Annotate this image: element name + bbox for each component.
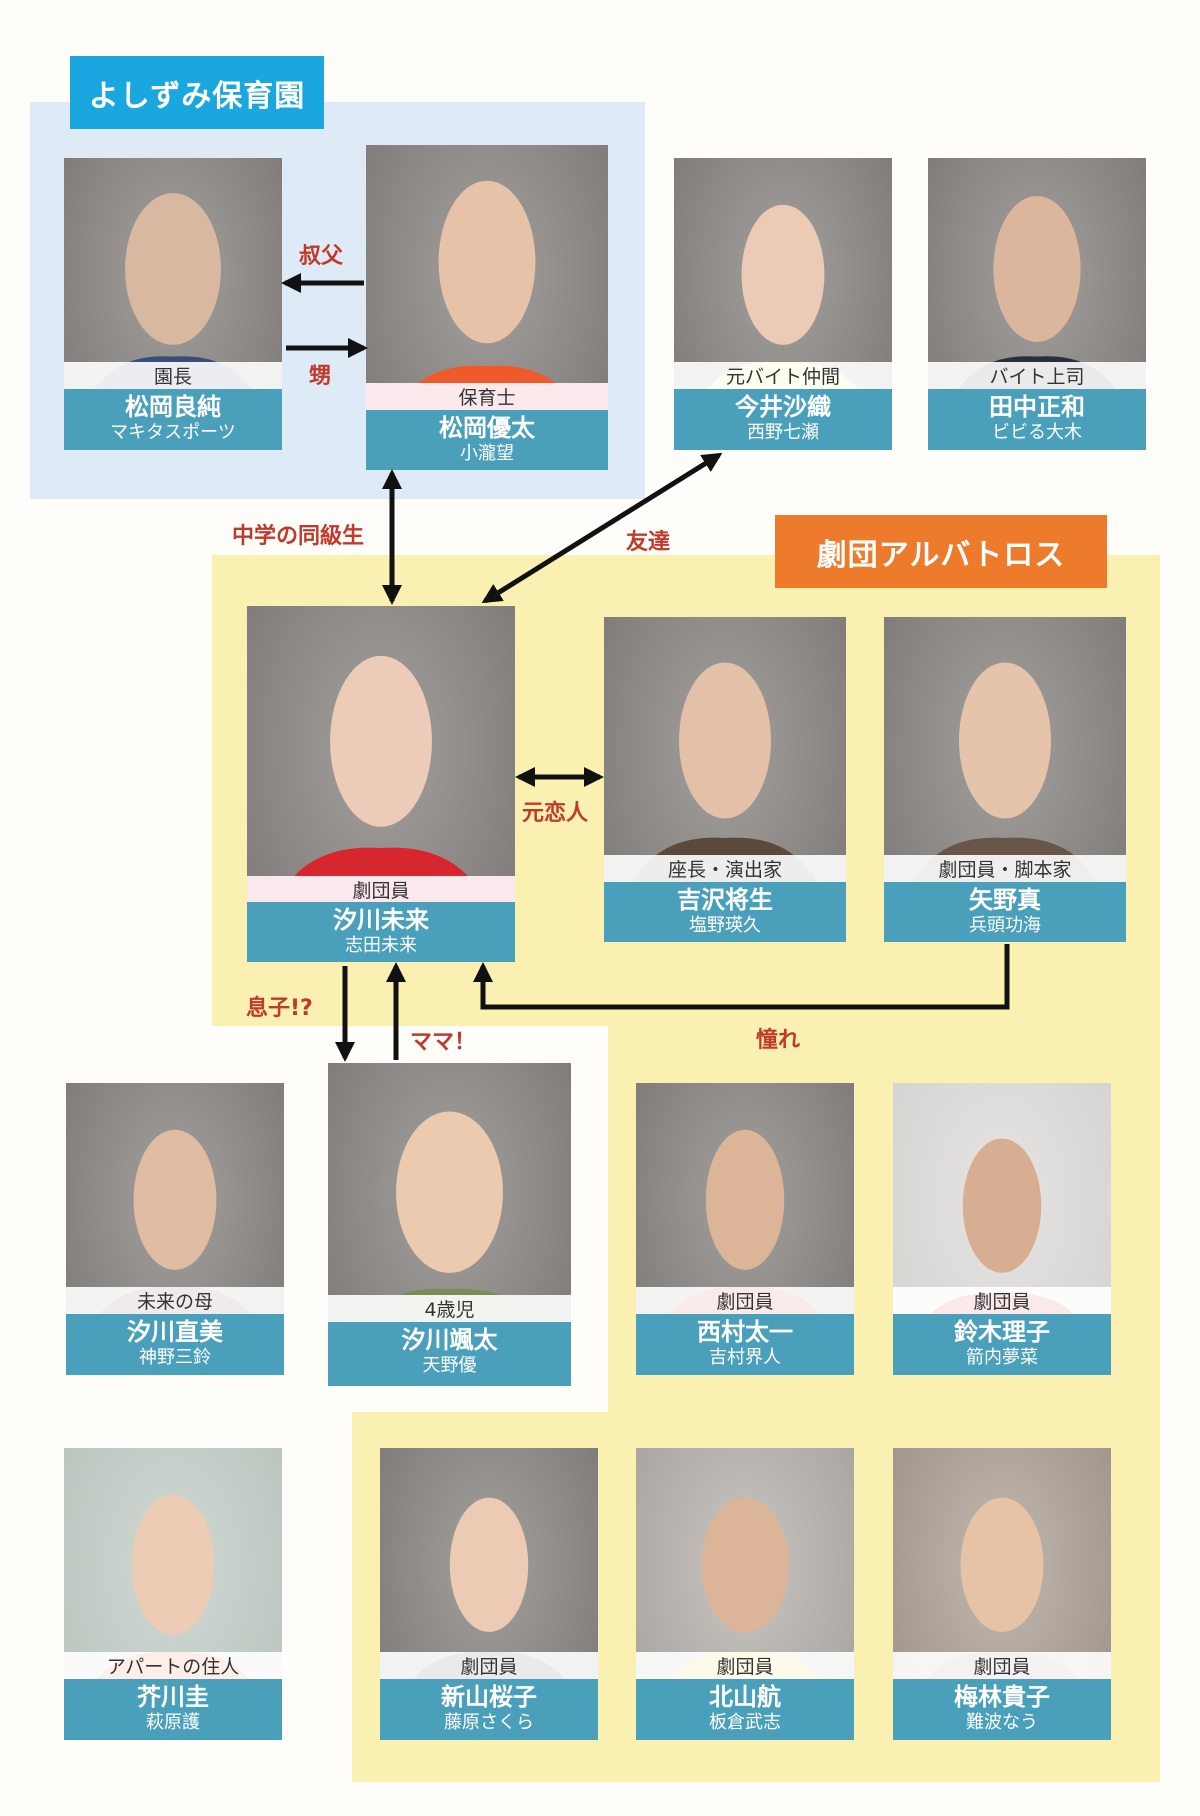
relation-label-nephew: 甥 bbox=[309, 364, 332, 389]
actor-name: 志田未来 bbox=[345, 935, 417, 956]
character-info: 梅林貴子 難波なう bbox=[893, 1679, 1111, 1740]
relation-label-ex-lover: 元恋人 bbox=[522, 801, 589, 826]
actor-name: ビビる大木 bbox=[992, 422, 1082, 443]
character-role: 劇団員 bbox=[893, 1652, 1111, 1679]
character-card-shiokawa-miku[interactable]: 劇団員 汐川未来 志田未来 bbox=[247, 606, 515, 962]
actor-name: 天野優 bbox=[422, 1355, 477, 1376]
relation-label-admire: 憧れ bbox=[756, 1028, 801, 1053]
character-card-shiokawa-naomi[interactable]: 未来の母 汐川直美 神野三鈴 bbox=[66, 1083, 284, 1375]
character-role: 劇団員 bbox=[893, 1287, 1111, 1314]
relation-label-uncle: 叔父 bbox=[299, 244, 344, 269]
actor-name: 神野三鈴 bbox=[139, 1347, 211, 1368]
character-role: 未来の母 bbox=[66, 1287, 284, 1314]
character-card-yano-makoto[interactable]: 劇団員・脚本家 矢野真 兵頭功海 bbox=[884, 617, 1126, 942]
gekidan-group-title: 劇団アルバトロス bbox=[775, 515, 1107, 588]
character-name: 田中正和 bbox=[989, 393, 1085, 421]
character-role: 劇団員 bbox=[636, 1652, 854, 1679]
character-name: 北山航 bbox=[709, 1683, 781, 1711]
character-info: 汐川颯太 天野優 bbox=[328, 1322, 571, 1386]
character-card-imai-saori[interactable]: 元バイト仲間 今井沙織 西野七瀬 bbox=[674, 158, 892, 450]
character-name: 汐川未来 bbox=[333, 906, 429, 934]
character-card-kitayama-wataru[interactable]: 劇団員 北山航 板倉武志 bbox=[636, 1448, 854, 1740]
character-name: 西村太一 bbox=[697, 1318, 793, 1346]
character-card-nishimura-taichi[interactable]: 劇団員 西村太一 吉村界人 bbox=[636, 1083, 854, 1375]
character-info: 新山桜子 藤原さくら bbox=[380, 1679, 598, 1740]
actor-name: 西野七瀬 bbox=[747, 422, 819, 443]
relation-label-friend: 友達 bbox=[626, 530, 671, 555]
character-name: 今井沙織 bbox=[735, 393, 831, 421]
character-card-tanaka-masakazu[interactable]: バイト上司 田中正和 ビビる大木 bbox=[928, 158, 1146, 450]
character-role: 元バイト仲間 bbox=[674, 362, 892, 389]
character-name: 汐川直美 bbox=[127, 1318, 223, 1346]
character-name: 松岡優太 bbox=[439, 414, 535, 442]
character-info: 今井沙織 西野七瀬 bbox=[674, 389, 892, 450]
character-role: 劇団員・脚本家 bbox=[884, 855, 1126, 882]
character-info: 汐川直美 神野三鈴 bbox=[66, 1314, 284, 1375]
character-card-matsuoka-ryoujun[interactable]: 園長 松岡良純 マキタスポーツ bbox=[64, 158, 282, 450]
actor-name: 藤原さくら bbox=[444, 1712, 534, 1733]
character-role: 園長 bbox=[64, 362, 282, 389]
character-role: 座長・演出家 bbox=[604, 855, 846, 882]
character-role: アパートの住人 bbox=[64, 1652, 282, 1679]
hoikuen-group-title: よしずみ保育園 bbox=[70, 56, 324, 129]
character-name: 新山桜子 bbox=[441, 1683, 537, 1711]
character-name: 梅林貴子 bbox=[954, 1683, 1050, 1711]
character-card-niiyama-sakurako[interactable]: 劇団員 新山桜子 藤原さくら bbox=[380, 1448, 598, 1740]
character-card-yoshizawa-shousei[interactable]: 座長・演出家 吉沢将生 塩野瑛久 bbox=[604, 617, 846, 942]
actor-name: 板倉武志 bbox=[709, 1712, 781, 1733]
character-info: 芥川圭 萩原護 bbox=[64, 1679, 282, 1740]
character-card-matsuoka-yuta[interactable]: 保育士 松岡優太 小瀧望 bbox=[366, 145, 608, 470]
relation-label-classmate: 中学の同級生 bbox=[232, 524, 365, 549]
character-card-akutagawa-kei[interactable]: アパートの住人 芥川圭 萩原護 bbox=[64, 1448, 282, 1740]
character-info: 汐川未来 志田未来 bbox=[247, 902, 515, 962]
character-info: 北山航 板倉武志 bbox=[636, 1679, 854, 1740]
arrow-friend bbox=[481, 452, 723, 604]
character-info: 鈴木理子 箭内夢菜 bbox=[893, 1314, 1111, 1375]
actor-name: 難波なう bbox=[966, 1712, 1038, 1733]
character-role: 保育士 bbox=[366, 383, 608, 410]
actor-name: マキタスポーツ bbox=[110, 422, 236, 443]
character-role: 4歳児 bbox=[328, 1295, 571, 1322]
character-info: 田中正和 ビビる大木 bbox=[928, 389, 1146, 450]
character-info: 吉沢将生 塩野瑛久 bbox=[604, 882, 846, 942]
character-name: 芥川圭 bbox=[137, 1683, 209, 1711]
arrow-admire bbox=[473, 944, 1010, 1010]
character-card-umebayashi-takako[interactable]: 劇団員 梅林貴子 難波なう bbox=[893, 1448, 1111, 1740]
character-info: 西村太一 吉村界人 bbox=[636, 1314, 854, 1375]
character-card-shiokawa-futa[interactable]: 4歳児 汐川颯太 天野優 bbox=[328, 1063, 571, 1386]
character-role: 劇団員 bbox=[636, 1287, 854, 1314]
actor-name: 塩野瑛久 bbox=[689, 915, 761, 936]
character-name: 矢野真 bbox=[969, 886, 1041, 914]
character-name: 鈴木理子 bbox=[954, 1318, 1050, 1346]
character-card-suzuki-riko[interactable]: 劇団員 鈴木理子 箭内夢菜 bbox=[893, 1083, 1111, 1375]
character-name: 吉沢将生 bbox=[677, 886, 773, 914]
actor-name: 兵頭功海 bbox=[969, 915, 1041, 936]
actor-name: 吉村界人 bbox=[709, 1347, 781, 1368]
character-name: 松岡良純 bbox=[125, 393, 221, 421]
character-role: 劇団員 bbox=[247, 876, 515, 903]
relation-label-son: 息子!? bbox=[246, 996, 313, 1021]
relation-label-mama: ママ！ bbox=[410, 1030, 477, 1055]
character-info: 松岡良純 マキタスポーツ bbox=[64, 389, 282, 450]
character-role: 劇団員 bbox=[380, 1652, 598, 1679]
actor-name: 箭内夢菜 bbox=[966, 1347, 1038, 1368]
character-name: 汐川颯太 bbox=[401, 1326, 498, 1354]
character-role: バイト上司 bbox=[928, 362, 1146, 389]
actor-name: 萩原護 bbox=[146, 1712, 200, 1733]
character-info: 矢野真 兵頭功海 bbox=[884, 882, 1126, 942]
